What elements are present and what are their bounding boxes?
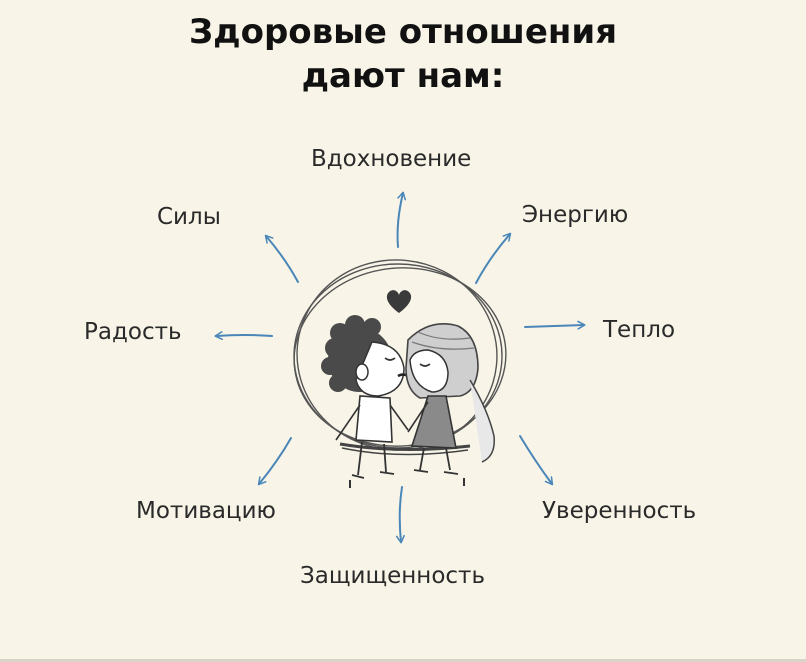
title-line-2: дают нам: xyxy=(301,56,505,96)
title-line-1: Здоровые отношения xyxy=(188,12,618,52)
label-left: Радость xyxy=(84,319,182,345)
bottom-divider xyxy=(0,659,806,662)
heart-icon xyxy=(386,290,412,313)
diagram-title: Здоровые отношения дают нам: xyxy=(0,10,806,98)
couple-kissing-on-swing-icon xyxy=(293,259,507,488)
arrow-bottom-right xyxy=(519,435,554,486)
arrow-right xyxy=(524,320,586,330)
label-top-left: Силы xyxy=(157,204,221,230)
arrow-top xyxy=(396,191,406,248)
arrow-bottom-left xyxy=(257,437,292,486)
arrow-bottom xyxy=(395,486,405,544)
label-right: Тепло xyxy=(603,317,676,343)
arrow-top-right xyxy=(475,232,512,284)
label-bottom: Защищенность xyxy=(300,563,486,589)
label-top-right: Энергию xyxy=(522,202,629,228)
label-bottom-left: Мотивацию xyxy=(136,498,276,524)
arrow-left xyxy=(214,331,273,341)
arrow-top-left xyxy=(264,234,299,283)
label-bottom-right: Уверенность xyxy=(542,498,697,524)
label-top: Вдохновение xyxy=(311,146,472,172)
